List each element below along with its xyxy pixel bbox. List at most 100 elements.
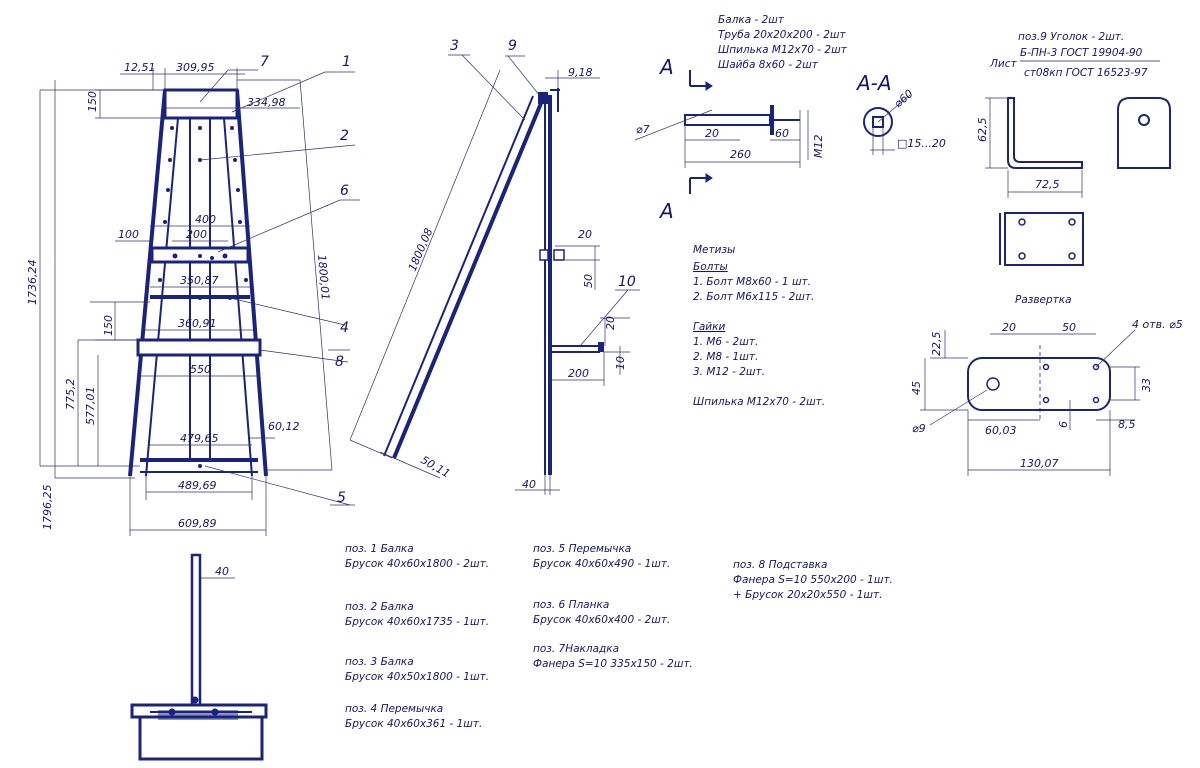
top-view-post [190, 553, 202, 707]
angle-profile [1007, 97, 1083, 169]
washer [770, 105, 774, 135]
top-plate [163, 88, 239, 120]
angle-gost2: ст08кп ГОСТ 16523-97 [1024, 67, 1148, 79]
dim-62-5: 62,5 [976, 118, 989, 143]
dim-dev-60-03: 60,03 [985, 424, 1017, 437]
dim-360-91: 360,91 [178, 317, 217, 330]
dim-150-left: 150 [102, 315, 115, 336]
pos-6: 6 [340, 183, 349, 199]
pos-5: 5 [337, 490, 346, 506]
dim-dev-holes: 4 отв. ⌀5 [1132, 318, 1183, 331]
nut-2: 2. М8 - 1шт. [693, 351, 758, 363]
dim-350-87: 350,87 [180, 274, 219, 287]
pos-4: 4 [340, 320, 349, 336]
dim-dev-6: 6 [1057, 421, 1070, 428]
dim-dev-phi9: ⌀9 [912, 422, 926, 435]
dim-top-offset: 12,51 [124, 61, 156, 74]
beam-note-1: Балка - 2шт [718, 14, 785, 26]
angle-sheet-label: Лист [989, 58, 1017, 70]
pos-2: 2 [340, 128, 349, 144]
front-dimensions: 12,51 309,95 334,98 150 400 200 100 350,… [26, 61, 333, 536]
nut-3: 3. М12 - 2шт. [693, 366, 765, 378]
part-3-title: поз. 3 Балка [345, 656, 414, 668]
dim-200: 200 [186, 228, 207, 241]
hardware-list: Метизы Болты 1. Болт М8х60 - 1 шт. 2. Бо… [693, 244, 825, 408]
beam-detail: Балка - 2шт Труба 20х20х200 - 2шт Шпильк… [634, 14, 946, 223]
dim-489-69: 489,69 [178, 479, 217, 492]
front-view: 12,51 309,95 334,98 150 400 200 100 350,… [26, 54, 360, 536]
development-dims: 20 50 4 отв. ⌀5 22,5 45 33 ⌀9 60,03 6 8,… [910, 318, 1183, 476]
development-blank [967, 357, 1111, 411]
dim-dev-33: 33 [1140, 378, 1153, 392]
pos-9: 9 [508, 38, 517, 54]
dim-9-18: 9,18 [568, 66, 593, 79]
shelf-8 [136, 338, 262, 357]
dim-dev-22-5: 22,5 [930, 332, 943, 357]
dim-beam-60: 60 [775, 127, 789, 140]
section-marker-top: A [658, 55, 674, 79]
part-5-title: поз. 5 Перемычка [533, 543, 631, 555]
dim-m12: M12 [812, 135, 825, 159]
section-title: A-A [855, 71, 892, 95]
dim-dev-130-07: 130,07 [1020, 457, 1059, 470]
bolt-dots [158, 126, 248, 468]
top-view: 40 [130, 553, 268, 761]
dim-top-40: 40 [215, 565, 229, 578]
dim-400: 400 [195, 213, 216, 226]
side-view: 9,18 1800,08 50,11 40 20 50 20 10 200 [349, 38, 640, 495]
dim-577-01: 577,01 [84, 387, 97, 426]
angle-detail: поз.9 Уголок - 2шт. Б-ПН-3 ГОСТ 19904-90… [976, 31, 1171, 266]
part-4-title: поз. 4 Перемычка [345, 703, 443, 715]
dim-side-200: 200 [568, 367, 589, 380]
dim-1800-01: 1800,01 [315, 254, 332, 300]
side-leaders: 3 9 10 [448, 38, 640, 347]
part-1-title: поз. 1 Балка [345, 543, 414, 555]
part-2-title: поз. 2 Балка [345, 601, 414, 613]
pos-7: 7 [260, 54, 269, 70]
tube [684, 114, 771, 126]
part-6-desc: Брусок 40х60х400 - 2шт. [533, 614, 670, 626]
beam-note-3: Шпилька М12х70 - 2шт [718, 44, 848, 56]
beam-note-2: Труба 20х20х200 - 2шт [718, 29, 846, 41]
angle-flange [1117, 97, 1171, 169]
front-leaders: 7 1 2 6 4 8 5 [199, 54, 360, 506]
dim-phi60: ⌀60 [892, 87, 916, 110]
dim-square: □15...20 [897, 137, 946, 150]
part-8-title: поз. 8 Подставка [733, 559, 827, 571]
development-title: Развертка [1015, 294, 1072, 306]
dim-side-20b: 20 [604, 316, 617, 330]
dim-side-20: 20 [578, 228, 592, 241]
part-8-desc2: + Брусок 20х20х550 - 1шт. [733, 589, 883, 601]
angle-gost1: Б-ПН-3 ГОСТ 19904-90 [1020, 47, 1143, 59]
pos-8: 8 [335, 354, 344, 370]
bolt-2: 2. Болт М6х115 - 2шт. [693, 291, 814, 303]
dim-609-89: 609,89 [178, 517, 217, 530]
dim-top-outer: 334,98 [247, 96, 286, 109]
dim-phi7: ⌀7 [636, 123, 650, 136]
left-leg [128, 89, 167, 477]
part-1-desc: Брусок 40х60х1800 - 2шт. [345, 558, 489, 570]
dim-dev-8-5: 8,5 [1118, 418, 1136, 431]
top-view-box [138, 715, 264, 761]
dim-550: 550 [190, 363, 211, 376]
back-leg [392, 95, 546, 459]
dim-plate-height: 150 [86, 91, 99, 112]
dim-1800-08: 1800,08 [406, 226, 436, 273]
part-2-desc: Брусок 40х60х1735 - 1шт. [345, 616, 489, 628]
part-8-desc: Фанера S=10 550х200 - 1шт. [733, 574, 893, 586]
bolt-1: 1. Болт М8х60 - 1 шт. [693, 276, 811, 288]
dim-479-65: 479,65 [180, 432, 219, 445]
nut-1: 1. М6 - 2шт. [693, 336, 758, 348]
development-view: Развертка 20 50 4 отв. ⌀5 22,5 45 33 [910, 294, 1183, 476]
dim-dev-45: 45 [910, 381, 923, 395]
dim-dev-20: 20 [1002, 321, 1016, 334]
side-dimensions: 9,18 1800,08 50,11 40 20 50 20 10 200 [349, 66, 630, 495]
dim-775-2: 775,2 [64, 379, 77, 411]
dim-1796-25: 1796,25 [41, 485, 54, 531]
dim-side-40: 40 [522, 478, 536, 491]
dim-100: 100 [118, 228, 139, 241]
part-6-title: поз. 6 Планка [533, 599, 609, 611]
angle-title: поз.9 Уголок - 2шт. [1018, 31, 1124, 43]
part-5-desc: Брусок 40х60х490 - 1шт. [533, 558, 670, 570]
